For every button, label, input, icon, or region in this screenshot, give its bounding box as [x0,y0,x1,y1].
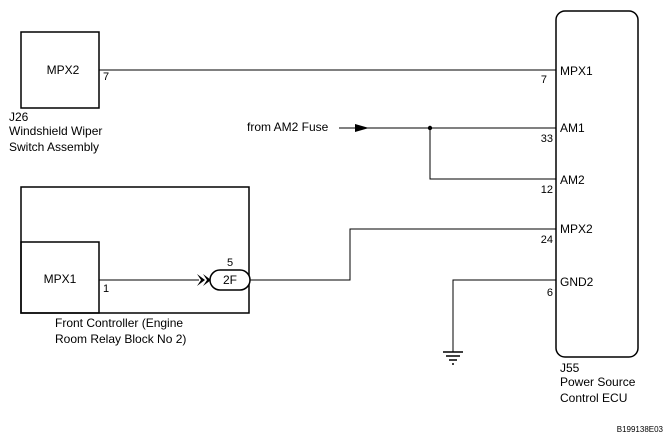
j55-name-line1: Power Source [560,375,636,389]
j26-pin-number: 7 [103,71,109,83]
figure-code: B199138E03 [617,425,664,434]
front-controller-terminal: MPX1 [44,272,77,286]
j55-pin-am2: 12 [541,184,553,196]
j55-terminal-mpx1: MPX1 [560,64,593,78]
j55-name-line2: Control ECU [560,391,627,405]
j26-terminal-label: MPX2 [47,63,80,77]
j55-ecu-box [555,10,639,358]
connector-label: 2F [223,273,237,287]
wire-splice-to-am2 [429,128,556,180]
j55-terminal-am2: AM2 [560,173,585,187]
front-controller-name-line2: Room Relay Block No 2) [55,332,186,346]
connector-male-icon [197,274,205,286]
ground-icon [443,351,463,365]
j55-terminal-gnd2: GND2 [560,275,594,289]
j26-name-line1: Windshield Wiper [9,124,102,138]
j26-code: J26 [9,110,29,124]
connector-pin: 5 [227,257,233,269]
j55-pin-gnd2: 6 [547,287,553,299]
j55-pin-mpx1: 7 [541,74,547,86]
fuse-label: from AM2 Fuse [247,120,329,134]
wire-connector-to-mpx2 [250,228,556,281]
j55-pin-am1: 33 [541,133,553,145]
arrow-icon [355,124,369,132]
j55-terminal-mpx2: MPX2 [560,222,593,236]
front-controller-box [20,186,250,314]
wire-gnd2-to-ground [452,279,556,352]
j55-pin-mpx2: 24 [541,234,553,246]
j55-terminal-am1: AM1 [560,121,585,135]
front-controller-name-line1: Front Controller (Engine [55,316,183,330]
front-controller-inner-box [20,241,100,314]
j55-code: J55 [560,361,580,375]
front-controller-pin: 1 [103,283,109,295]
j26-name-line2: Switch Assembly [9,140,99,154]
connector-female-icon [203,274,211,286]
